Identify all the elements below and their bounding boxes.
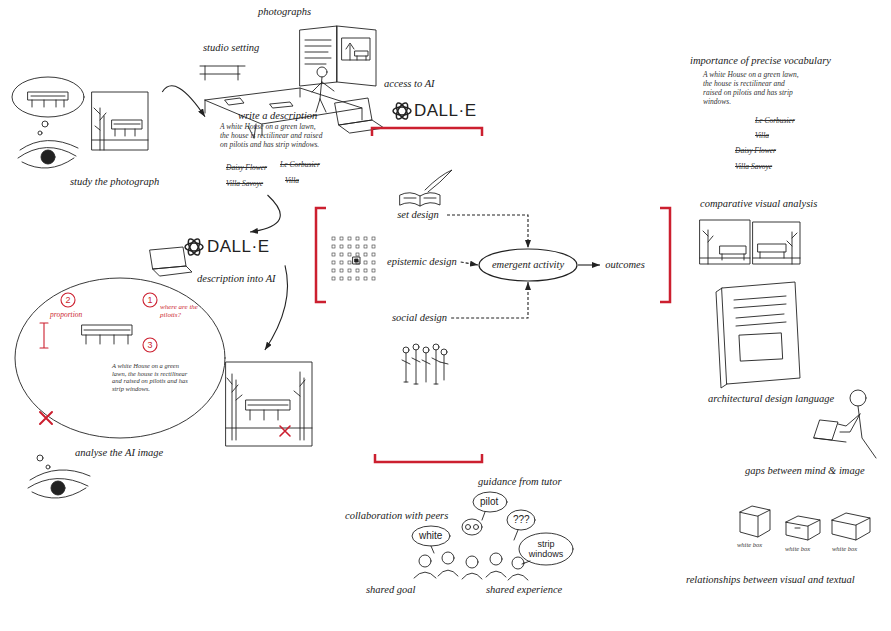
node-text: write a description xyxy=(238,110,317,123)
ai-logo xyxy=(185,237,203,257)
node-text: outcomes xyxy=(605,259,645,272)
connector xyxy=(451,282,528,318)
callout-number: 1 xyxy=(144,294,156,306)
struck-word: Daisy Flower xyxy=(226,163,267,172)
connector xyxy=(447,215,528,248)
caption: gaps between mind & image xyxy=(745,465,865,478)
node-text: analyse the AI image xyxy=(75,447,163,460)
social-figures xyxy=(402,344,448,384)
framework-label: set design xyxy=(389,207,447,223)
struck-word: Le Corbusier xyxy=(280,160,320,169)
struck-word: Villa xyxy=(755,131,769,140)
caption: collaboration with peers xyxy=(345,510,448,523)
struck-word: Villa Savoye xyxy=(735,162,772,171)
study-sketch xyxy=(12,77,148,168)
callout-number: 3 xyxy=(144,339,156,351)
caption: relationships between visual and textual xyxy=(686,574,855,587)
white-boxes xyxy=(740,506,870,540)
caption: importance of precise vocabulary xyxy=(690,55,831,68)
node-text: study the photograph xyxy=(70,176,159,189)
book xyxy=(716,282,800,388)
node-text: epistemic design xyxy=(387,256,457,269)
photo-pair xyxy=(700,220,800,264)
caption: architectural design language xyxy=(708,393,834,406)
set-design-icon xyxy=(400,170,452,206)
speech-word: strip windows xyxy=(526,539,566,559)
logo-text: DALL·E xyxy=(207,237,270,257)
logo-text: DALL·E xyxy=(414,101,477,121)
callout-number: 2 xyxy=(62,294,74,306)
speech-word: ??? xyxy=(513,514,530,526)
connector xyxy=(162,86,205,117)
node-text: emergent activity xyxy=(492,259,564,272)
ai-logo xyxy=(393,101,411,121)
node-text: set design xyxy=(397,209,439,222)
handwriting: A white House on a green lawn, the house… xyxy=(703,70,803,106)
laptop xyxy=(150,247,192,276)
connector xyxy=(461,262,478,265)
struck-word: Le Corbusier xyxy=(755,116,795,125)
framework-label: epistemic design xyxy=(383,254,461,270)
box-label: white box xyxy=(737,541,762,549)
thought-bubble xyxy=(15,278,225,498)
struck-word: Villa xyxy=(285,176,299,185)
caption: shared goal xyxy=(366,584,416,597)
node-text: social design xyxy=(392,312,447,325)
caption: access to AI xyxy=(384,78,435,91)
annotation: proportion xyxy=(50,310,82,319)
ai-image xyxy=(226,362,312,446)
bracket xyxy=(316,128,670,462)
connector xyxy=(578,264,600,265)
connector xyxy=(250,195,280,232)
struck-word: Villa Savoye xyxy=(226,179,263,188)
framework-label: social design xyxy=(388,310,451,326)
handwriting: A white House on a green lawn, the house… xyxy=(220,122,325,149)
handwriting: A white House on a green lawn, the house… xyxy=(112,362,192,392)
red-marks xyxy=(40,293,157,424)
photo-book xyxy=(300,26,376,86)
caption: photographs xyxy=(258,6,311,19)
step-caption: study the photograph xyxy=(5,70,162,192)
caption: studio setting xyxy=(203,42,259,55)
caption: comparative visual analysis xyxy=(700,198,817,211)
struck-word: Daisy Flower xyxy=(735,146,776,155)
step-caption: write a description xyxy=(205,108,330,195)
epistemic-grid xyxy=(331,236,379,284)
caption: guidance from tutor xyxy=(478,476,562,489)
node-text: description into AI xyxy=(197,273,276,286)
framework-label: outcomes xyxy=(600,257,650,273)
box-label: white box xyxy=(832,545,857,553)
speech-word: white xyxy=(419,530,442,542)
caption: shared experience xyxy=(486,584,562,597)
box-label: white box xyxy=(785,545,810,553)
annotation: where are the pilotis? xyxy=(160,303,198,319)
speech-word: pilot xyxy=(480,496,498,508)
activity-ellipse: emergent activity xyxy=(478,248,578,282)
peer-group xyxy=(412,492,573,580)
